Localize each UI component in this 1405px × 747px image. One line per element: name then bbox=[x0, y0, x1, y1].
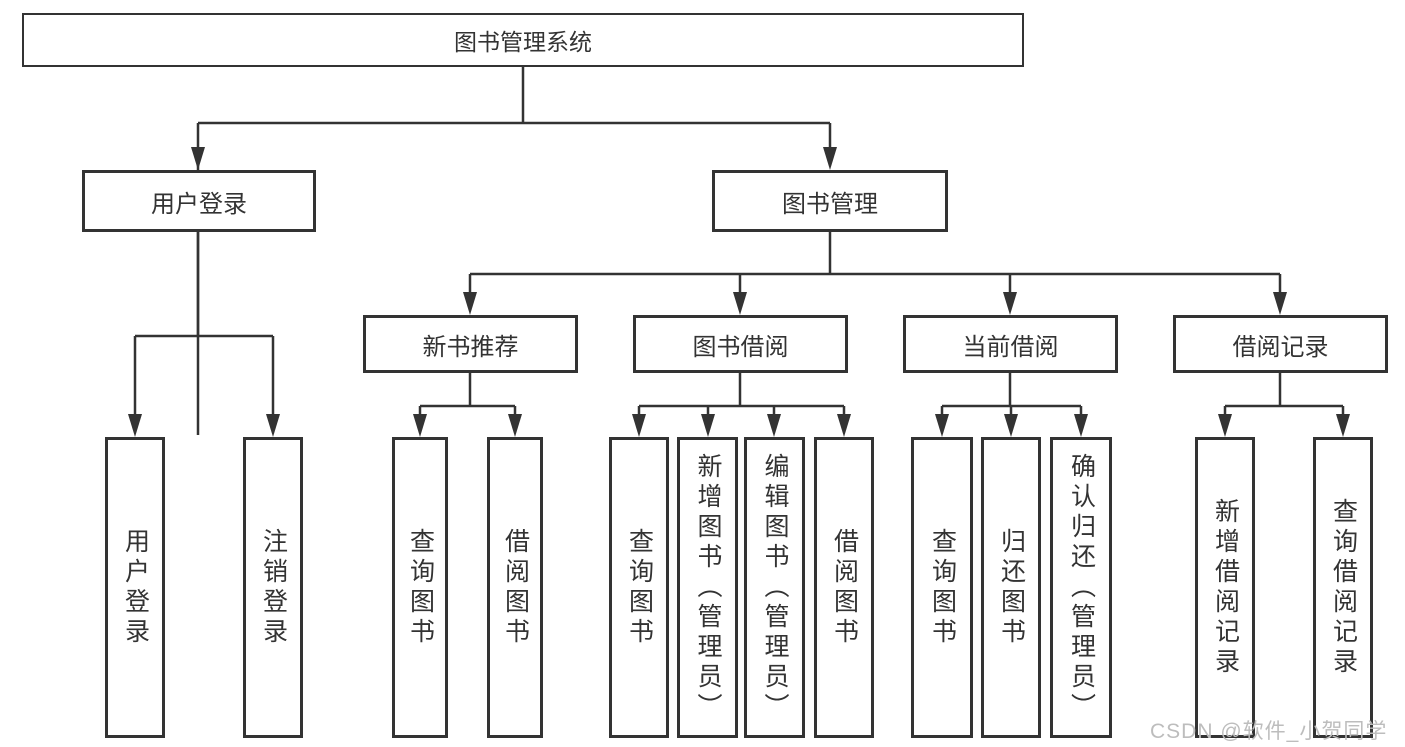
csdn-watermark: CSDN @软件_小贺同学 bbox=[1150, 720, 1388, 743]
connector-bookborrow-to-leaves bbox=[637, 371, 846, 432]
node-label: 图书借阅 bbox=[692, 333, 789, 361]
node-label: 当前借阅 bbox=[962, 333, 1059, 361]
node-label: 借阅图书 bbox=[501, 527, 530, 648]
node-label: 新增借阅记录 bbox=[1211, 497, 1240, 678]
node-borrowing-records: 借阅记录 bbox=[1173, 315, 1388, 373]
leaf-borrow-books-2: 借阅图书 bbox=[814, 437, 874, 738]
node-label: 确认归还（管理员） bbox=[1067, 452, 1096, 723]
leaf-query-books-1: 查询图书 bbox=[392, 437, 448, 738]
connector-root-to-level2 bbox=[196, 66, 832, 435]
arrowheads-currentborrow-leaves bbox=[935, 414, 1088, 437]
node-current-borrowing: 当前借阅 bbox=[903, 315, 1118, 373]
node-label: 查询图书 bbox=[406, 527, 435, 648]
arrowheads-level2 bbox=[191, 147, 837, 170]
leaf-borrow-books-1: 借阅图书 bbox=[487, 437, 543, 738]
arrowheads-bookborrow-leaves bbox=[632, 414, 851, 437]
leaf-user-login: 用户登录 bbox=[105, 437, 165, 738]
node-label: 归还图书 bbox=[997, 527, 1026, 648]
node-label: 借阅记录 bbox=[1232, 333, 1329, 361]
connector-newbookrec-to-leaves bbox=[418, 371, 517, 432]
node-label: 借阅图书 bbox=[830, 527, 859, 648]
leaf-add-books-admin: 新增图书（管理员） bbox=[677, 437, 738, 738]
leaf-query-books-2: 查询图书 bbox=[609, 437, 669, 738]
node-new-book-recommendation: 新书推荐 bbox=[363, 315, 578, 373]
connector-bookmgmt-to-level3 bbox=[468, 230, 1282, 310]
node-user-login: 用户登录 bbox=[82, 170, 316, 232]
leaf-query-books-3: 查询图书 bbox=[911, 437, 973, 738]
leaf-confirm-return-admin: 确认归还（管理员） bbox=[1050, 437, 1112, 738]
node-label: 新增图书（管理员） bbox=[694, 452, 722, 723]
connector-borrowrecords-to-leaves bbox=[1223, 371, 1345, 432]
node-label: 查询借阅记录 bbox=[1329, 497, 1358, 678]
leaf-logout: 注销登录 bbox=[243, 437, 303, 738]
leaf-edit-books-admin: 编辑图书（管理员） bbox=[744, 437, 805, 738]
leaf-add-borrow-record: 新增借阅记录 bbox=[1195, 437, 1255, 738]
node-label: 新书推荐 bbox=[422, 333, 519, 361]
node-label: 编辑图书（管理员） bbox=[761, 452, 789, 723]
connector-userlogin-to-leaves bbox=[133, 230, 275, 432]
node-label: 注销登录 bbox=[259, 527, 288, 648]
arrowheads-newbookrec-leaves bbox=[413, 414, 522, 437]
node-label: 图书管理 bbox=[782, 190, 878, 218]
node-label: 查询图书 bbox=[625, 527, 654, 648]
leaf-return-books: 归还图书 bbox=[981, 437, 1041, 738]
node-label: 查询图书 bbox=[928, 527, 957, 648]
arrowheads-userlogin-leaves bbox=[128, 414, 280, 437]
node-label: 图书管理系统 bbox=[454, 29, 592, 55]
node-book-borrowing: 图书借阅 bbox=[633, 315, 848, 373]
node-book-management-system: 图书管理系统 bbox=[22, 13, 1024, 67]
arrowheads-borrowrecords-leaves bbox=[1218, 414, 1350, 437]
node-label: 用户登录 bbox=[121, 527, 150, 648]
leaf-query-borrow-record: 查询借阅记录 bbox=[1313, 437, 1373, 738]
arrowheads-level3 bbox=[463, 292, 1287, 315]
node-book-management: 图书管理 bbox=[712, 170, 948, 232]
node-label: 用户登录 bbox=[151, 190, 247, 218]
